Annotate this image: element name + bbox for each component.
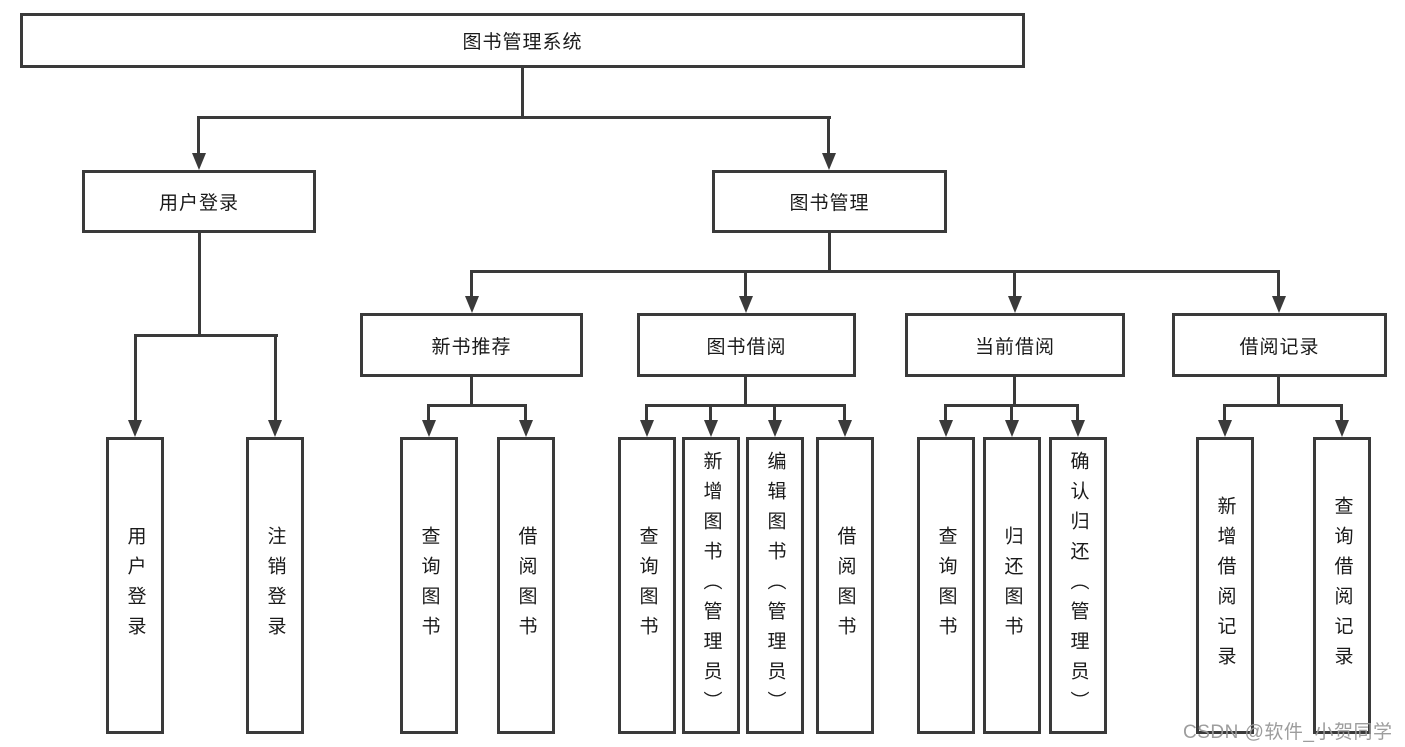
- arrow-down-icon: [1008, 296, 1022, 313]
- node-book-borrowing-label: 图书借阅: [706, 336, 787, 358]
- leaf-query-books-newbooks-label: 查询图书: [418, 525, 440, 646]
- arrow-down-icon: [739, 296, 753, 313]
- connector-line: [828, 233, 831, 273]
- leaf-confirm-return-admin: 确认归还（管理员）: [1049, 437, 1107, 734]
- arrow-down-icon: [465, 296, 479, 313]
- connector-line: [944, 404, 947, 420]
- connector-line: [1076, 404, 1079, 420]
- leaf-borrow-books-borrow: 借阅图书: [816, 437, 874, 734]
- arrow-down-icon: [838, 420, 852, 437]
- leaf-borrow-books-borrow-label: 借阅图书: [834, 525, 856, 646]
- leaf-query-books-current: 查询图书: [917, 437, 975, 734]
- node-borrowing-records: 借阅记录: [1172, 313, 1387, 377]
- connector-line: [843, 404, 846, 420]
- node-user-login: 用户登录: [82, 170, 316, 233]
- connector-line: [1010, 404, 1013, 420]
- connector-line: [1223, 404, 1343, 407]
- connector-line: [470, 270, 1280, 273]
- arrow-down-icon: [1272, 296, 1286, 313]
- node-book-management-label: 图书管理: [789, 193, 870, 214]
- connector-line: [744, 377, 747, 407]
- leaf-add-book-admin: 新增图书（管理员）: [682, 437, 740, 734]
- node-book-borrowing: 图书借阅: [637, 313, 856, 377]
- node-current-borrowing-label: 当前借阅: [974, 336, 1055, 358]
- connector-line: [427, 404, 527, 407]
- arrow-down-icon: [704, 420, 718, 437]
- leaf-add-borrow-record-label: 新增借阅记录: [1214, 495, 1236, 676]
- connector-line: [470, 377, 473, 407]
- connector-line: [1223, 404, 1226, 420]
- node-user-login-label: 用户登录: [158, 193, 239, 214]
- arrow-down-icon: [1335, 420, 1349, 437]
- leaf-query-books-current-label: 查询图书: [935, 525, 957, 646]
- connector-line: [1277, 377, 1280, 407]
- connector-line: [134, 334, 137, 420]
- connector-line: [197, 116, 200, 154]
- node-book-management: 图书管理: [712, 170, 947, 233]
- connector-line: [470, 270, 473, 296]
- leaf-query-books-borrow: 查询图书: [618, 437, 676, 734]
- leaf-logout-label: 注销登录: [264, 525, 286, 646]
- node-library-system-label: 图书管理系统: [462, 32, 583, 53]
- arrow-down-icon: [192, 153, 206, 170]
- leaf-query-borrow-record: 查询借阅记录: [1313, 437, 1371, 734]
- arrow-down-icon: [422, 420, 436, 437]
- connector-line: [427, 404, 430, 420]
- connector-line: [1013, 377, 1016, 407]
- node-current-borrowing: 当前借阅: [905, 313, 1125, 377]
- node-library-system: 图书管理系统: [20, 13, 1025, 68]
- connector-line: [521, 68, 524, 119]
- connector-line: [709, 404, 712, 420]
- connector-line: [645, 404, 648, 420]
- leaf-user-login-label: 用户登录: [124, 525, 146, 646]
- node-borrowing-records-label: 借阅记录: [1239, 336, 1320, 358]
- arrow-down-icon: [128, 420, 142, 437]
- leaf-query-books-newbooks: 查询图书: [400, 437, 458, 734]
- arrow-down-icon: [268, 420, 282, 437]
- arrow-down-icon: [768, 420, 782, 437]
- connector-line: [744, 270, 747, 296]
- connector-line: [1340, 404, 1343, 420]
- node-new-book-recommend: 新书推荐: [360, 313, 583, 377]
- connector-line: [827, 116, 830, 154]
- leaf-query-borrow-record-label: 查询借阅记录: [1331, 495, 1353, 676]
- leaf-edit-book-admin: 编辑图书（管理员）: [746, 437, 804, 734]
- arrow-down-icon: [640, 420, 654, 437]
- leaf-confirm-return-admin-label: 确认归还（管理员）: [1067, 450, 1089, 721]
- arrow-down-icon: [1218, 420, 1232, 437]
- connector-line: [524, 404, 527, 420]
- leaf-query-books-borrow-label: 查询图书: [636, 525, 658, 646]
- leaf-borrow-books-newbooks-label: 借阅图书: [515, 525, 537, 646]
- leaf-borrow-books-newbooks: 借阅图书: [497, 437, 555, 734]
- connector-line: [198, 233, 201, 337]
- arrow-down-icon: [939, 420, 953, 437]
- connector-line: [645, 404, 846, 407]
- leaf-edit-book-admin-label: 编辑图书（管理员）: [764, 450, 786, 721]
- leaf-logout: 注销登录: [246, 437, 304, 734]
- arrow-down-icon: [1005, 420, 1019, 437]
- leaf-add-book-admin-label: 新增图书（管理员）: [700, 450, 722, 721]
- watermark: CSDN @软件_小贺同学: [1183, 722, 1393, 743]
- leaf-add-borrow-record: 新增借阅记录: [1196, 437, 1254, 734]
- leaf-return-book-label: 归还图书: [1001, 525, 1023, 646]
- connector-line: [274, 334, 277, 420]
- leaf-return-book: 归还图书: [983, 437, 1041, 734]
- connector-line: [1277, 270, 1280, 296]
- connector-line: [773, 404, 776, 420]
- arrow-down-icon: [822, 153, 836, 170]
- node-new-book-recommend-label: 新书推荐: [431, 336, 512, 358]
- arrow-down-icon: [519, 420, 533, 437]
- connector-line: [134, 334, 278, 337]
- connector-line: [197, 116, 831, 119]
- leaf-user-login: 用户登录: [106, 437, 164, 734]
- arrow-down-icon: [1071, 420, 1085, 437]
- connector-line: [1013, 270, 1016, 296]
